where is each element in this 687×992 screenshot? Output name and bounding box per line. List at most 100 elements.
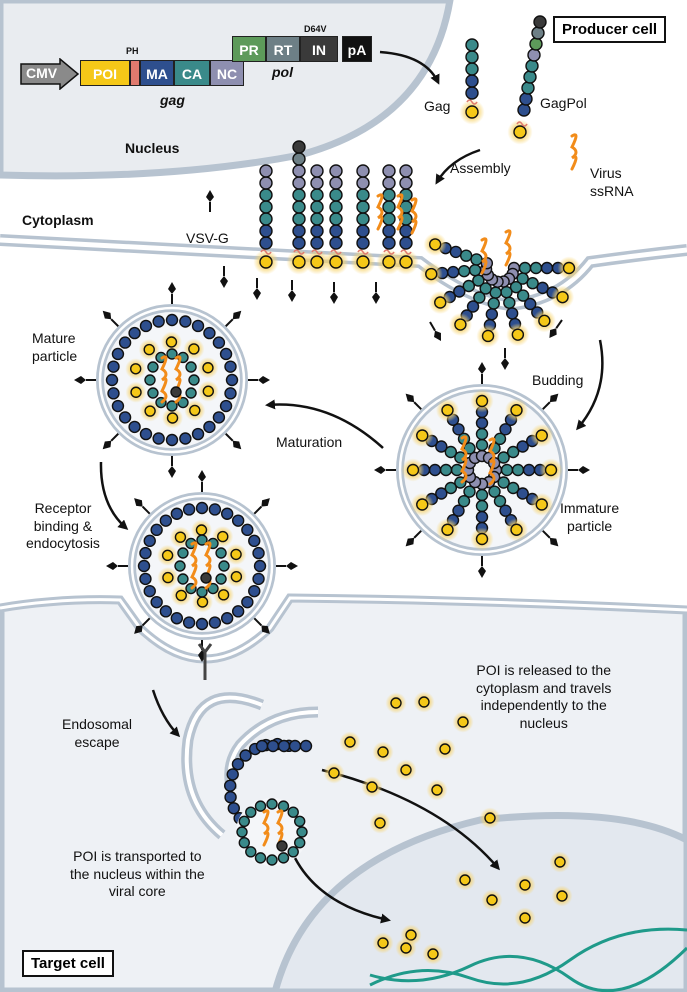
matrix-bead	[118, 336, 132, 349]
protein-bead	[485, 308, 499, 321]
protein-bead	[356, 188, 370, 202]
protein-bead	[475, 488, 489, 502]
poi-bead	[454, 318, 467, 331]
poi-bead	[310, 255, 324, 269]
mature-particle-label: Mature particle	[32, 330, 78, 364]
matrix-bead	[179, 432, 192, 445]
glycoprotein-icon	[542, 530, 559, 547]
protein-bead	[525, 59, 539, 73]
protein-bead	[356, 176, 370, 190]
poi-bead	[538, 314, 551, 328]
protein-bead	[259, 212, 273, 226]
matrix-bead	[208, 616, 222, 629]
poi-bead	[189, 404, 201, 417]
poi-bead	[196, 596, 209, 608]
glycoprotein-icon	[225, 433, 242, 450]
capsid-bead	[245, 806, 257, 818]
protein-bead	[310, 176, 324, 190]
protein-bead	[382, 236, 396, 250]
glycoprotein-icon	[372, 282, 380, 304]
protein-bead	[435, 487, 448, 500]
poi-bead	[399, 255, 413, 269]
matrix-bead	[107, 387, 120, 400]
protein-bead	[465, 38, 479, 52]
protein-bead	[435, 440, 448, 453]
matrix-bead	[139, 546, 152, 560]
protein-bead	[522, 463, 536, 477]
matrix-bead	[231, 605, 245, 618]
glycoprotein-icon	[253, 498, 270, 515]
capsid-bead	[207, 582, 219, 595]
protein-bead	[356, 212, 370, 226]
protein-bead	[259, 188, 273, 202]
protein-bead	[527, 48, 541, 62]
poi-bead	[377, 937, 389, 949]
protein-bead	[382, 164, 396, 178]
matrix-bead	[224, 387, 237, 400]
glycoprotein-icon	[102, 433, 119, 450]
poi-bead	[554, 856, 566, 868]
protein-bead	[292, 152, 306, 166]
dna-helix-icon	[369, 927, 687, 992]
ph-linker	[466, 99, 478, 105]
protein-bead	[526, 277, 539, 290]
glycoprotein-icon	[198, 470, 206, 492]
protein-bead	[531, 26, 545, 40]
poi-transported-label: POI is transported to the nucleus within…	[70, 848, 205, 899]
nucleus-label: Nucleus	[125, 140, 180, 156]
dynamic-elements	[74, 15, 590, 965]
integrase-bead	[170, 386, 182, 398]
matrix-bead	[248, 584, 261, 598]
protein-bead	[499, 423, 512, 436]
matrix-bead	[139, 572, 152, 586]
poi-bead	[484, 812, 496, 824]
capsid-bead	[185, 361, 197, 373]
protein-bead	[356, 164, 370, 178]
pa-segment: pA	[342, 36, 372, 62]
protein-bead	[259, 200, 273, 214]
poi-bead	[175, 589, 187, 602]
protein-bead	[399, 164, 413, 178]
glycoprotein-icon	[106, 562, 128, 570]
protein-bead	[521, 81, 535, 95]
glycoprotein-icon	[134, 617, 151, 634]
poi-bead	[459, 874, 471, 886]
capsid-bead	[144, 374, 156, 386]
protein-bead	[459, 249, 473, 262]
capsid-bead	[218, 560, 230, 572]
matrix-bead	[255, 739, 269, 753]
virus-ssrna	[190, 541, 198, 590]
protein-bead	[462, 279, 476, 293]
poi-bead	[486, 894, 498, 906]
protein-bead	[310, 200, 324, 214]
arrow-icon	[379, 50, 440, 85]
poi-bead	[217, 589, 230, 601]
capsid-bead	[287, 806, 299, 818]
poi-bead	[259, 255, 273, 269]
capsid-bead	[296, 826, 308, 838]
poi-bead	[416, 429, 429, 442]
virus-ssrna	[376, 193, 384, 231]
poi-bead	[377, 746, 389, 758]
matrix-bead	[225, 373, 239, 387]
protein-bead	[463, 485, 476, 498]
protein-bead	[439, 463, 453, 477]
protein-bead	[488, 485, 501, 498]
glycoprotein-icon	[501, 348, 509, 370]
glycoprotein-icon	[248, 376, 270, 384]
poi-bead	[374, 817, 386, 829]
protein-bead	[505, 307, 519, 320]
assembly-label: Assembly	[450, 160, 511, 176]
protein-bead	[329, 188, 343, 202]
poi-bead	[292, 255, 306, 269]
poi-bead	[328, 767, 340, 779]
matrix-bead	[191, 427, 205, 441]
protein-bead	[310, 224, 324, 238]
ca-segment: CA	[174, 60, 210, 86]
protein-bead	[356, 236, 370, 250]
matrix-bead	[253, 559, 267, 573]
matrix-bead	[219, 399, 233, 413]
glycoprotein-icon	[74, 376, 96, 384]
virus-ssrna	[480, 237, 488, 275]
poi-bead	[428, 238, 442, 251]
